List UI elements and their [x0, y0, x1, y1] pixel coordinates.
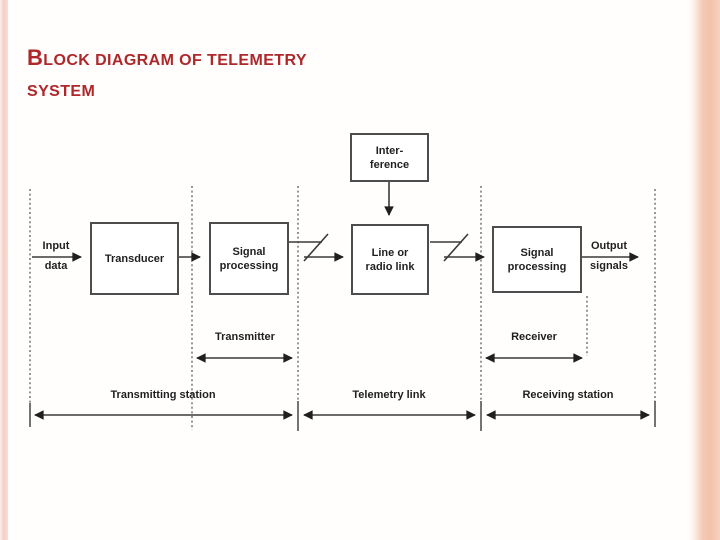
radio-link-break-left: [289, 233, 344, 262]
signal-processing-tx-box: Signal processing: [209, 222, 289, 295]
transmitting-station-label: Transmitting station: [110, 389, 216, 401]
slide-title: BLOCK DIAGRAM OF TELEMETRY SYSTEM: [27, 42, 487, 107]
transmitter-label: Transmitter: [215, 331, 275, 343]
line-or-radio-link-box: Line or radio link: [351, 224, 429, 295]
transducer-box: Transducer: [90, 222, 179, 295]
junction-ticks: [29, 401, 656, 431]
slide-title-line2: SYSTEM: [27, 83, 96, 100]
interference-box: Inter- ference: [350, 133, 429, 182]
output-signals-label: Output signals: [590, 240, 628, 272]
slide-title-line1: BLOCK DIAGRAM OF TELEMETRY: [27, 45, 307, 70]
flow-arrows: [32, 182, 639, 262]
input-data-label: Input data: [42, 240, 70, 272]
dashed-section-separators: [29, 186, 656, 430]
right-border-band: [688, 0, 720, 540]
left-border-strip: [0, 0, 8, 540]
radio-link-break-right: [430, 233, 485, 262]
receiving-station-label: Receiving station: [522, 389, 614, 401]
receiver-label: Receiver: [511, 331, 557, 343]
signal-processing-rx-box: Signal processing: [492, 226, 582, 293]
telemetry-link-label: Telemetry link: [352, 389, 426, 401]
